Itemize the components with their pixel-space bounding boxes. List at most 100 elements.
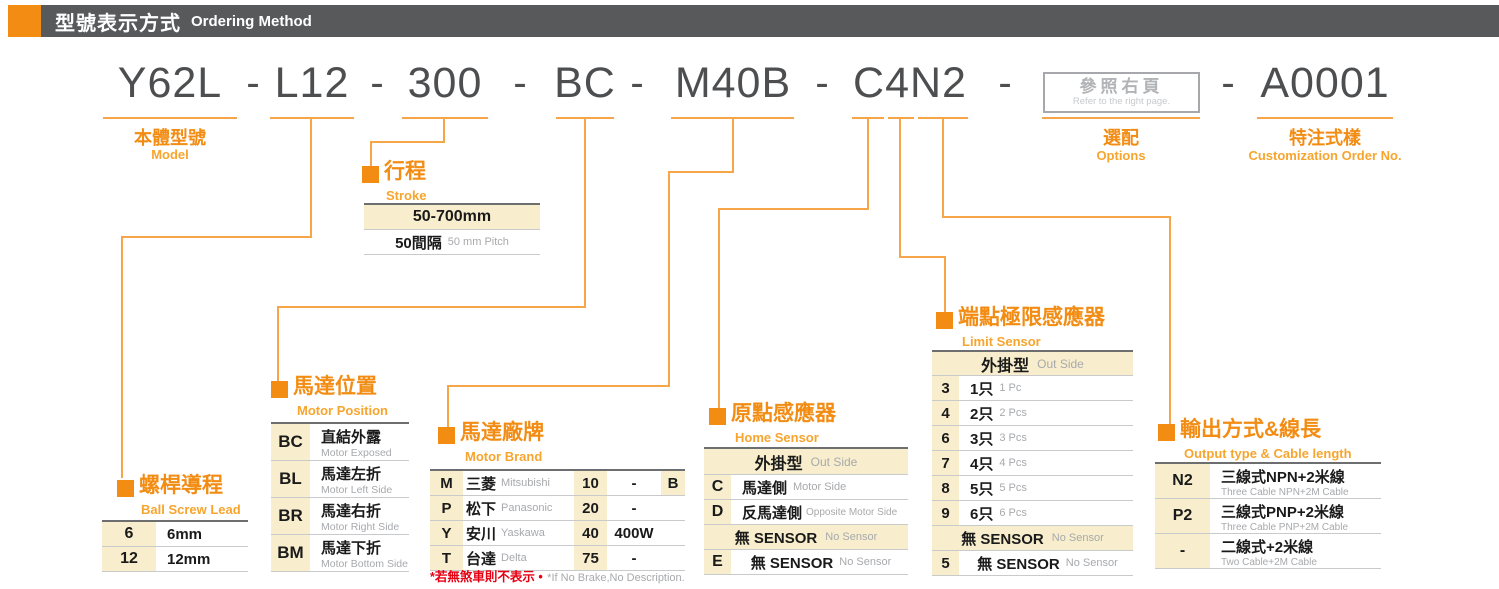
table-row: BC 直結外露 Motor Exposed	[271, 424, 409, 461]
brand-en: Panasonic	[501, 502, 553, 514]
table-row: 6 6mm	[102, 522, 248, 547]
table-row: 8 5只 5 Pcs	[932, 476, 1133, 501]
table-row: BL 馬達左折 Motor Left Side	[271, 461, 409, 498]
section-en: Out Side	[1037, 356, 1084, 371]
desc-en: Three Cable PNP+2M Cable	[1221, 521, 1349, 533]
desc-en: 3 Pcs	[999, 432, 1027, 444]
connector-motor-position	[277, 306, 586, 308]
model-dash: -	[815, 61, 829, 105]
table-row: M 三菱 Mitsubishi 10 - B	[430, 471, 685, 496]
desc-en: 5 Pcs	[999, 482, 1027, 494]
stroke-header-square	[362, 166, 379, 183]
desc-zh: 三線式NPN+2米線	[1221, 468, 1345, 486]
brand-zh: 台達	[466, 550, 497, 568]
desc-en: 2 Pcs	[999, 407, 1027, 419]
power-code-cell: 10	[574, 471, 607, 495]
brand-code-cell: T	[430, 546, 463, 570]
table-row: D 反馬達側 Opposite Motor Side	[704, 500, 908, 525]
code-cell: BR	[271, 498, 310, 534]
motor-brand-header-en: Motor Brand	[465, 449, 543, 464]
brand-en: Delta	[501, 552, 527, 564]
desc-en: 6 Pcs	[999, 507, 1027, 519]
output-table: N2 三線式NPN+2米線 Three Cable NPN+2M Cable P…	[1155, 462, 1381, 569]
motor-position-header-en: Motor Position	[297, 403, 388, 418]
motor-brand-header-zh: 馬達廠牌	[460, 421, 544, 444]
watt-cell: -	[631, 499, 637, 517]
code-cell: BM	[271, 535, 310, 571]
table-row: 6 3只 3 Pcs	[932, 426, 1133, 451]
table-row: T 台達 Delta 75 -	[430, 546, 685, 571]
stroke-pitch-en: 50 mm Pitch	[447, 236, 509, 248]
ball-screw-header-zh: 螺桿導程	[139, 474, 223, 497]
desc-en: Motor Bottom Side	[321, 558, 408, 570]
desc-en: Motor Left Side	[321, 484, 393, 496]
connector-lead	[121, 236, 123, 478]
motor-position-header-zh: 馬達位置	[293, 375, 377, 398]
underline-output	[918, 117, 968, 119]
stroke-pitch-zh: 50間隔	[395, 234, 442, 252]
desc-zh: 無 SENSOR	[977, 555, 1060, 573]
desc-zh: 直結外露	[321, 429, 382, 446]
connector-motor-brand	[447, 385, 670, 387]
table-row: 50間隔 50 mm Pitch	[364, 230, 540, 255]
section-en: No Sensor	[1051, 532, 1104, 544]
connector-stroke	[370, 141, 372, 166]
desc-zh: 反馬達側	[742, 504, 803, 522]
table-row: 50-700mm	[364, 205, 540, 230]
connector-motor-position	[584, 119, 586, 308]
code-cell: P2	[1155, 499, 1210, 533]
stroke-range: 50-700mm	[412, 208, 492, 225]
limit-sensor-header-zh: 端點極限感應器	[958, 306, 1105, 329]
connector-limit-sensor	[899, 119, 901, 258]
desc-en: Three Cable NPN+2M Cable	[1221, 486, 1349, 498]
underline-lead	[270, 117, 354, 119]
code-cell: BC	[271, 424, 310, 460]
power-code-cell: 40	[574, 521, 607, 545]
table-row: P 松下 Panasonic 20 -	[430, 496, 685, 521]
section-zh: 無 SENSOR	[734, 529, 818, 547]
desc-zh: 3只	[970, 430, 994, 448]
model-segment-motor-position: BC	[554, 59, 616, 107]
model-segment-stroke: 300	[407, 59, 483, 107]
underline-options	[1042, 117, 1200, 119]
desc-cell: 12mm	[167, 550, 211, 568]
desc-zh: 二線式+2米線	[1221, 538, 1314, 556]
brand-code-cell: P	[430, 496, 463, 520]
limit-sensor-table: 外掛型 Out Side 3 1只 1 Pc 4 2只 2 Pcs 6 3只 3…	[932, 350, 1133, 576]
model-segment-motor-brand: M40B	[674, 59, 792, 107]
home-sensor-table: 外掛型 Out Side C 馬達側 Motor Side D 反馬達側 Opp…	[704, 447, 908, 575]
options-reference-box: 參照右頁 Refer to the right page.	[1043, 72, 1200, 113]
ball-screw-header-square	[117, 480, 134, 497]
code-cell: N2	[1155, 464, 1210, 498]
desc-en: Motor Exposed	[321, 447, 392, 459]
code-cell: 12	[102, 547, 156, 571]
table-row: 9 6只 6 Pcs	[932, 501, 1133, 526]
underline-model	[103, 117, 237, 119]
model-segment-customization: A0001	[1260, 59, 1390, 107]
underline-motor-position	[556, 117, 614, 119]
output-header-zh: 輸出方式&線長	[1180, 418, 1322, 441]
section-header-row: 外掛型 Out Side	[704, 449, 908, 475]
brand-code-cell: Y	[430, 521, 463, 545]
title-en: Ordering Method	[191, 12, 312, 30]
connector-home-sensor	[867, 119, 869, 210]
underline-home-sensor	[852, 117, 884, 119]
underline-customization	[1257, 117, 1393, 119]
desc-zh: 2只	[970, 405, 994, 423]
caption-customization-en: Customization Order No.	[1248, 148, 1402, 163]
desc-en: No Sensor	[839, 556, 892, 568]
ball-screw-table: 6 6mm 12 12mm	[102, 520, 248, 572]
title-zh: 型號表示方式	[55, 12, 181, 35]
watt-cell: 400W	[614, 524, 654, 542]
stroke-pitch-cell: 50間隔 50 mm Pitch	[364, 230, 540, 254]
table-row: BR 馬達右折 Motor Right Side	[271, 498, 409, 535]
table-row: 12 12mm	[102, 547, 248, 572]
model-dash: -	[630, 61, 644, 105]
brand-zh: 松下	[466, 500, 497, 518]
connector-stroke	[370, 141, 445, 143]
table-row: - 二線式+2米線 Two Cable+2M Cable	[1155, 534, 1381, 569]
model-segment-lead: L12	[274, 59, 350, 107]
section-zh: 無 SENSOR	[961, 530, 1044, 548]
table-row: P2 三線式PNP+2米線 Three Cable PNP+2M Cable	[1155, 499, 1381, 534]
motor-brand-table: M 三菱 Mitsubishi 10 - B P 松下 Panasonic 20…	[430, 469, 685, 571]
